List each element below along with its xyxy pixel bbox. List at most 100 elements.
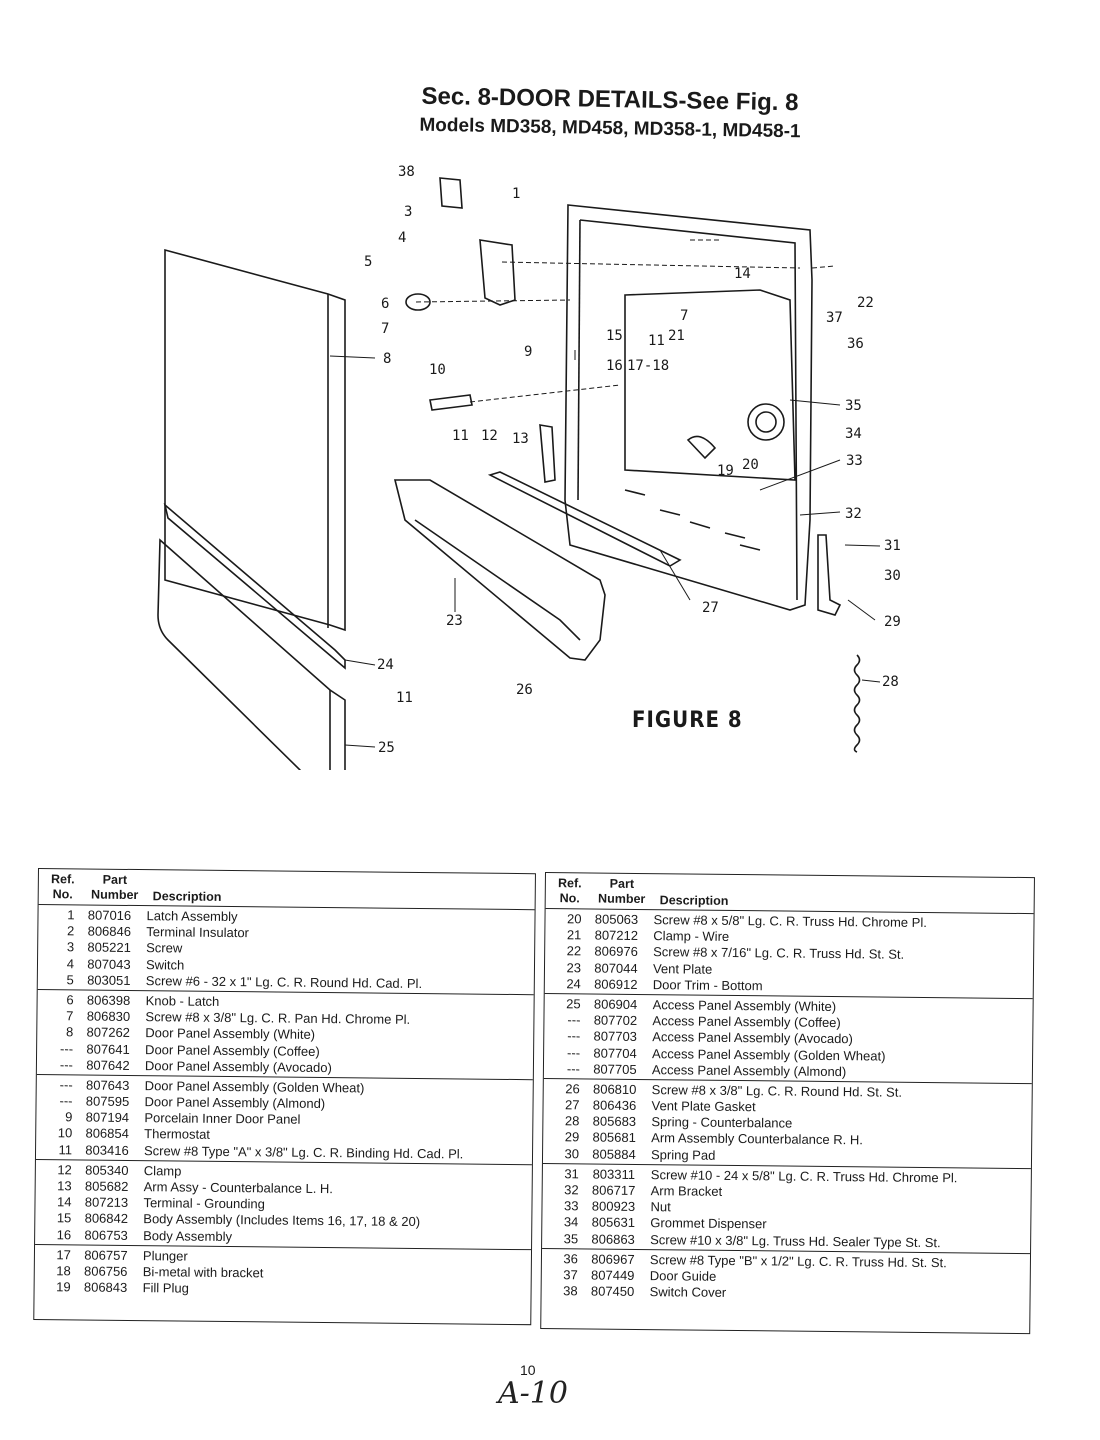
- header-part: Part: [102, 872, 128, 887]
- part-number-cell: 806756: [84, 1263, 128, 1279]
- grommet-dispenser: [747, 403, 785, 441]
- callout-4: 4: [398, 230, 406, 246]
- ref-no-cell: 25: [566, 996, 581, 1012]
- description-cell: Door Trim - Bottom: [652, 976, 763, 994]
- latch-assembly: [479, 239, 516, 306]
- part-number-cell: 806846: [87, 923, 132, 940]
- ref-no-cell: 11: [58, 1141, 73, 1157]
- part-number-cell: 806904: [593, 996, 638, 1012]
- part-number-cell: 805884: [592, 1146, 636, 1162]
- page-number: 10: [520, 1362, 536, 1378]
- thermostat: [429, 394, 473, 411]
- description-cell: Access Panel Assembly (Almond): [651, 1061, 847, 1079]
- counterbalance-arm-rh: [817, 534, 842, 616]
- ref-no-cell: 34: [563, 1214, 579, 1230]
- header-description: Description: [659, 893, 729, 908]
- ref-no-cell: 16: [56, 1226, 72, 1242]
- ref-no-cell: 5: [66, 972, 74, 988]
- ref-no-cell: 10: [57, 1125, 73, 1141]
- description-cell: Switch Cover: [649, 1284, 727, 1301]
- ref-no-cell: 3: [66, 939, 75, 955]
- description-cell: Screw #8 Type "A" x 3/8" Lg. C. R. Bindi…: [143, 1142, 464, 1162]
- ref-no-cell: ---: [566, 1060, 581, 1077]
- callout-7: 7: [381, 321, 389, 337]
- header-ref: Ref.: [557, 876, 582, 891]
- part-number-cell: 806863: [591, 1231, 635, 1247]
- callout-36: 36: [847, 336, 864, 352]
- header-number: Number: [91, 887, 139, 903]
- part-number-cell: 807702: [593, 1012, 638, 1029]
- part-number-cell: 806810: [592, 1081, 637, 1097]
- part-number-cell: 805683: [592, 1113, 637, 1130]
- part-number-cell: 803311: [592, 1166, 636, 1182]
- ref-no-cell: 35: [563, 1230, 579, 1246]
- part-number-cell: 807642: [86, 1057, 130, 1073]
- ref-no-cell: ---: [59, 1077, 73, 1093]
- part-number-cell: 805063: [594, 911, 639, 927]
- ref-no-cell: 15: [56, 1210, 72, 1226]
- handwritten-page-note: A-10: [498, 1376, 568, 1411]
- ref-no-cell: 24: [566, 975, 581, 992]
- ref-no-cell: 37: [563, 1267, 578, 1283]
- ref-no-cell: 27: [565, 1097, 580, 1113]
- ref-no-cell: 23: [566, 959, 582, 975]
- description-cell: Fill Plug: [142, 1280, 189, 1296]
- part-number-cell: 806842: [84, 1210, 129, 1227]
- part-number-cell: 807194: [85, 1109, 130, 1126]
- callout-25: 25: [378, 740, 395, 756]
- ref-no-cell: ---: [567, 1028, 581, 1044]
- callout-10: 10: [429, 362, 446, 378]
- ref-no-cell: 7: [66, 1008, 74, 1024]
- part-number-cell: 800923: [591, 1198, 636, 1215]
- callout-15: 15: [606, 328, 623, 344]
- ref-no-cell: 31: [564, 1166, 579, 1182]
- part-number-cell: 806717: [591, 1182, 636, 1198]
- figure-caption: FIGURE 8: [632, 708, 743, 733]
- header-no: No.: [559, 891, 580, 906]
- ref-no-cell: 21: [566, 927, 582, 943]
- callout-1: 1: [512, 186, 520, 202]
- header-part: Part: [609, 876, 635, 891]
- callout-33: 33: [846, 453, 863, 469]
- header-no: No.: [52, 887, 73, 902]
- ref-no-cell: ---: [567, 1012, 581, 1028]
- ref-no-cell: 4: [66, 955, 75, 971]
- description-cell: Screw #6 - 32 x 1" Lg. C. R. Round Hd. C…: [145, 972, 423, 991]
- callout-29: 29: [884, 614, 901, 630]
- page-title: Sec. 8-DOOR DETAILS-See Fig. 8: [421, 82, 799, 117]
- ref-no-cell: 9: [65, 1109, 73, 1125]
- door-trim-bottom: [163, 502, 346, 670]
- description-cell: Spring Pad: [650, 1146, 716, 1163]
- callout-13: 13: [512, 431, 529, 447]
- part-number-cell: 806843: [83, 1279, 128, 1296]
- outer-door-panel: [164, 248, 346, 632]
- ref-no-cell: 17: [56, 1246, 72, 1263]
- part-number-cell: 803051: [87, 972, 131, 988]
- part-number-cell: 806436: [592, 1097, 637, 1114]
- callout-26: 26: [516, 682, 533, 698]
- callout-19: 19: [717, 463, 734, 479]
- part-number-cell: 806753: [84, 1227, 128, 1243]
- ref-no-cell: 14: [56, 1194, 72, 1210]
- header-ref: Ref.: [50, 872, 75, 887]
- callout-22: 22: [857, 295, 874, 311]
- ref-no-cell: 30: [564, 1145, 580, 1161]
- callout-37: 37: [826, 310, 843, 326]
- part-number-cell: 805682: [84, 1178, 129, 1194]
- callout-31: 31: [884, 538, 901, 554]
- part-number-cell: 803416: [85, 1142, 129, 1158]
- header-number: Number: [598, 891, 646, 907]
- ref-no-cell: ---: [567, 1044, 581, 1060]
- callout-21: 21: [668, 328, 685, 344]
- ref-no-cell: 1: [67, 907, 75, 923]
- inner-door-panel: [564, 204, 813, 611]
- callout-14: 14: [734, 266, 751, 282]
- callout-11: 11: [648, 333, 665, 349]
- callout-35: 35: [845, 398, 862, 414]
- part-number-cell: 806967: [591, 1251, 635, 1267]
